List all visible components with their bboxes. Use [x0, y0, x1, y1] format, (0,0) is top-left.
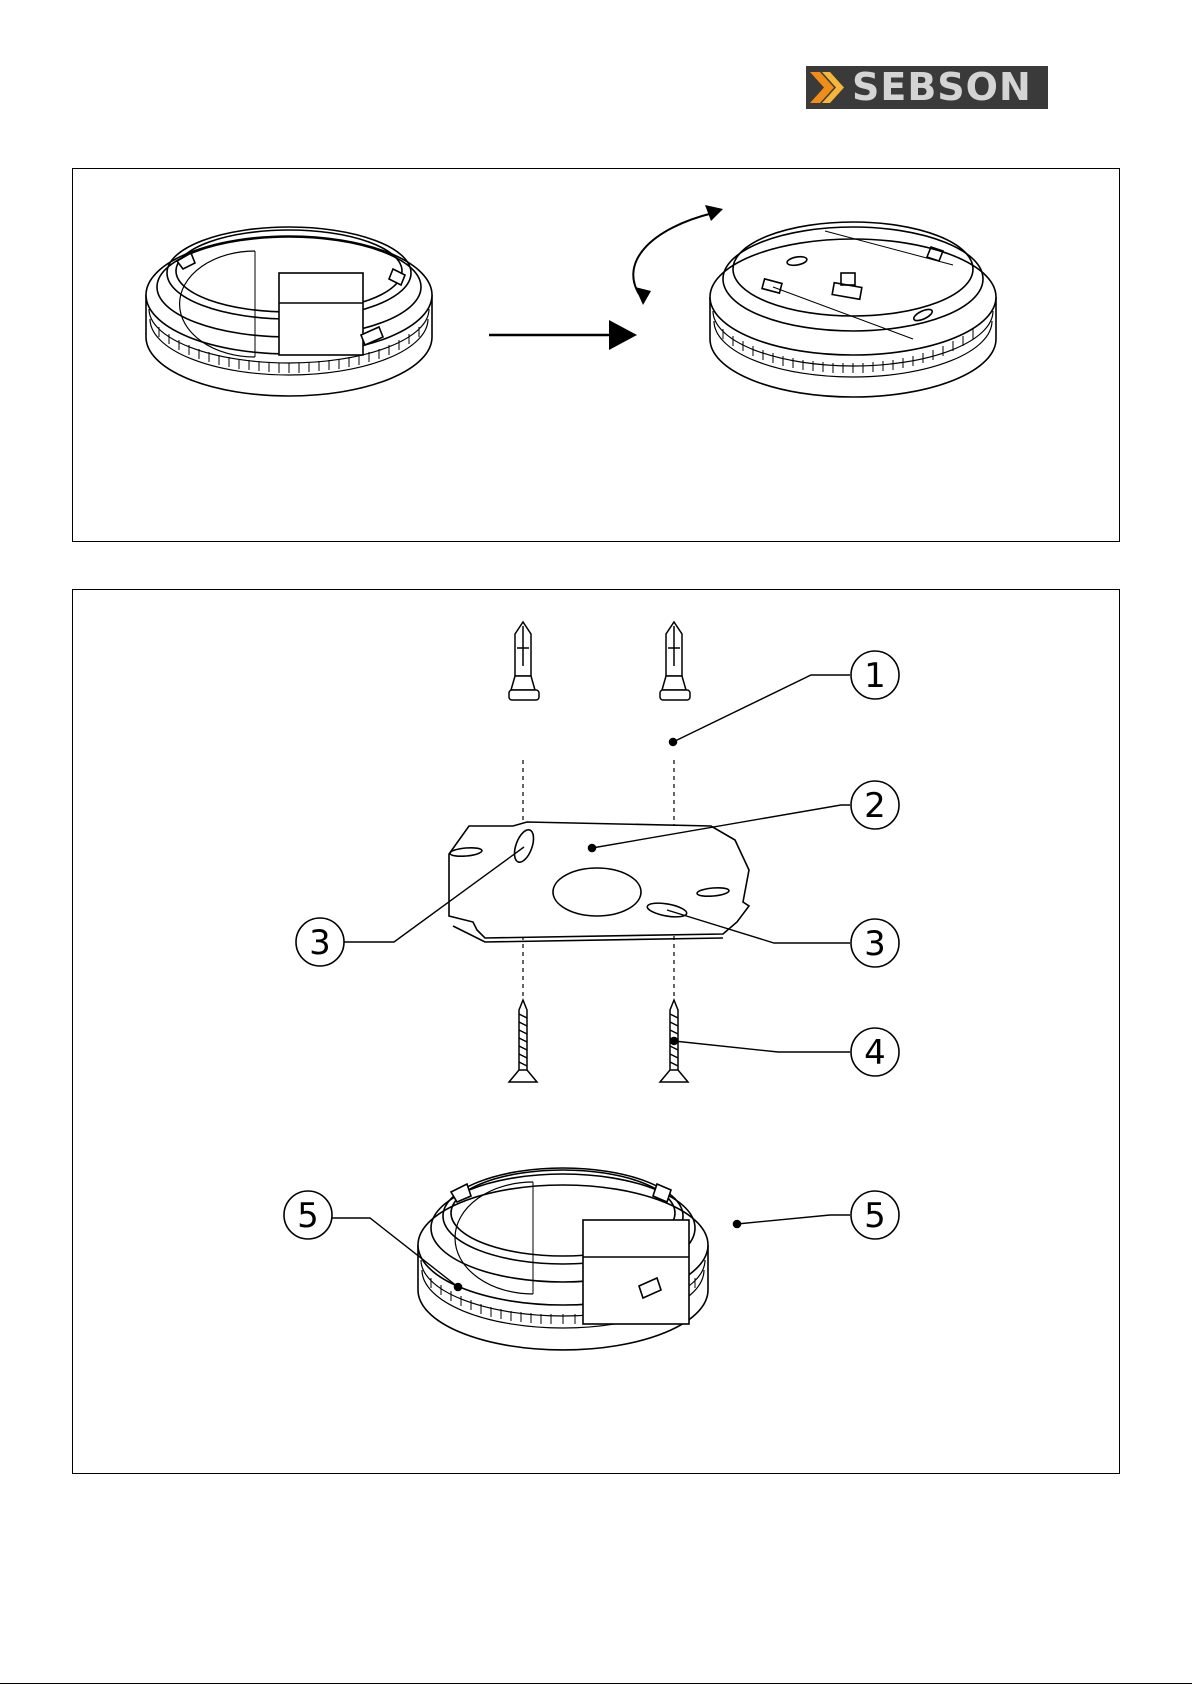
callout-1-label: 1 [864, 656, 886, 696]
wall-anchor-left [509, 622, 539, 700]
callout-4: 4 [851, 1028, 899, 1076]
callout-3-right: 3 [851, 919, 899, 967]
step-panel-attach [72, 168, 1120, 542]
callout-3-right-label: 3 [864, 924, 886, 964]
mounting-plate [449, 822, 749, 942]
arrow-right-icon [489, 320, 637, 350]
mounting-exploded-illustration: 1 2 3 3 4 5 5 [73, 590, 1121, 1475]
detector-rotated [710, 222, 996, 397]
callout-2-label: 2 [864, 786, 886, 826]
rotate-arrow-icon [633, 205, 723, 305]
chevron-logo-icon [806, 66, 850, 109]
callout-5-left-label: 5 [297, 1196, 319, 1236]
logo-text: SEBSON [852, 66, 1032, 109]
callout-1: 1 [851, 651, 899, 699]
callout-4-label: 4 [864, 1033, 886, 1073]
callout-5-right: 5 [851, 1191, 899, 1239]
callout-2: 2 [851, 781, 899, 829]
wall-anchor-right [660, 622, 690, 746]
page-bottom-rule [0, 1683, 1192, 1684]
detector-base [418, 1168, 741, 1350]
callout-5-left: 5 [284, 1191, 332, 1239]
callout-5-right-label: 5 [864, 1196, 886, 1236]
step-panel-mounting: 1 2 3 3 4 5 5 [72, 589, 1120, 1474]
attach-rotate-illustration [73, 169, 1121, 543]
detector-base-open [146, 227, 432, 396]
callout-3-left: 3 [296, 918, 344, 966]
callout-3-left-label: 3 [309, 923, 331, 963]
sebson-logo: SEBSON [806, 66, 1048, 109]
screw-left [509, 1000, 537, 1082]
